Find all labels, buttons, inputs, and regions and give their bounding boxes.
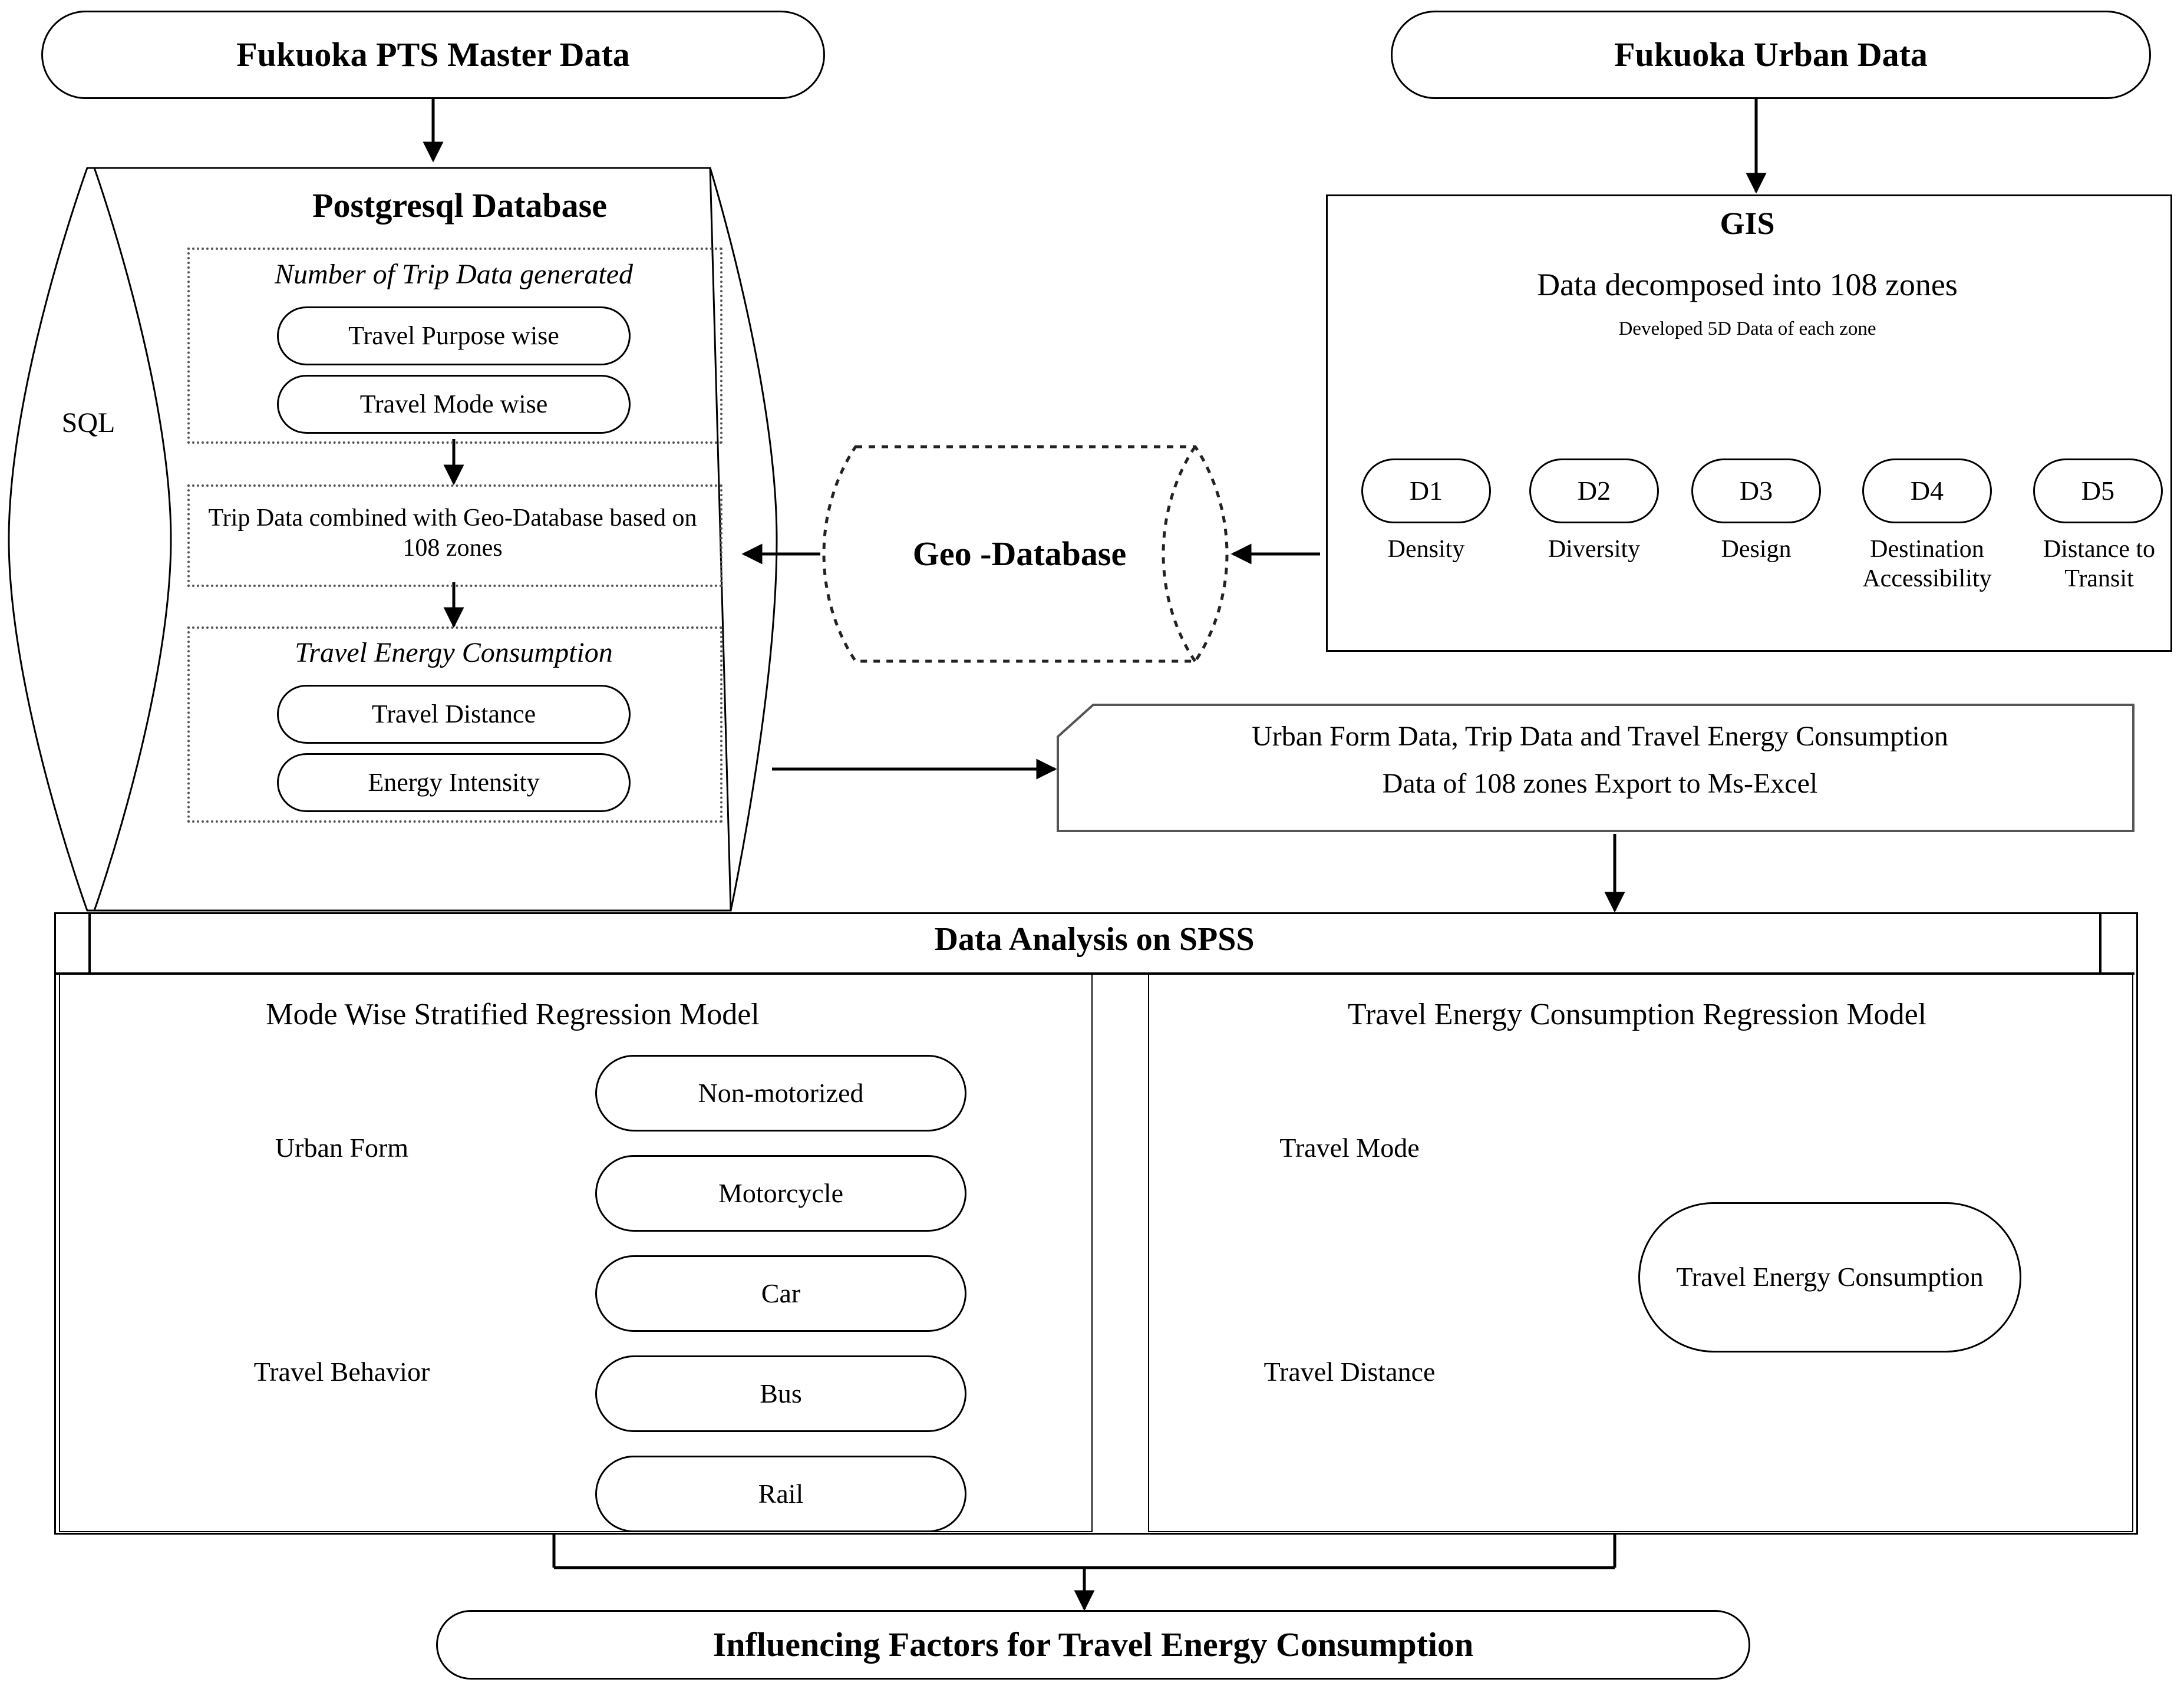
mode-rail[interactable]: Rail	[595, 1456, 966, 1532]
final-output-label: Influencing Factors for Travel Energy Co…	[712, 1625, 1474, 1664]
trip-item-1-label: Travel Mode wise	[359, 390, 548, 419]
dimension-d3-name: Design	[1721, 536, 1792, 563]
energy-item-0-label: Travel Distance	[371, 700, 536, 729]
input-travel-behavior[interactable]: Travel Behavior	[253, 1325, 430, 1419]
output-travel-energy-consumption[interactable]: Travel Energy Consumption	[1638, 1202, 2021, 1352]
source-pts-master-data[interactable]: Fukuoka PTS Master Data	[41, 11, 825, 99]
trip-item-travel-purpose-wise[interactable]: Travel Purpose wise	[277, 306, 631, 365]
decomposed-subtitle: Developed 5D Data of each zone	[1618, 318, 1876, 339]
dimension-d1-code: D1	[1409, 475, 1443, 506]
mode-0-label: Non-motorized	[698, 1077, 864, 1108]
export-box-line1: Urban Form Data, Trip Data and Travel En…	[1252, 721, 1948, 752]
dimension-d2-code: D2	[1577, 475, 1611, 506]
dimension-d5[interactable]: D5	[2033, 458, 2163, 523]
spss-header-tick-right	[2099, 912, 2101, 972]
mode-motorcycle[interactable]: Motorcycle	[595, 1155, 966, 1232]
travel-energy-group-title: Travel Energy Consumption	[295, 637, 613, 668]
energy-item-energy-intensity[interactable]: Energy Intensity	[277, 753, 631, 812]
decomposed-title: Data decomposed into 108 zones	[1537, 267, 1958, 302]
trip-data-group	[187, 248, 722, 444]
mode-4-label: Rail	[758, 1478, 804, 1509]
spss-left-panel-title: Mode Wise Stratified Regression Model	[266, 998, 760, 1031]
dimension-d3-code: D3	[1739, 475, 1773, 506]
geo-database-label-wrap[interactable]: Geo -Database	[837, 519, 1202, 589]
mode-3-label: Bus	[760, 1378, 802, 1408]
input-urban-form-label: Urban Form	[275, 1132, 409, 1163]
dimension-d3[interactable]: D3	[1691, 458, 1821, 523]
output-travel-energy-consumption-label: Travel Energy Consumption	[1676, 1262, 1984, 1292]
sql-label: SQL	[61, 407, 116, 438]
dimension-d4-code: D4	[1910, 475, 1944, 506]
input-travel-distance[interactable]: Travel Distance	[1261, 1325, 1438, 1419]
combined-box-outline	[187, 484, 722, 587]
input-travel-mode[interactable]: Travel Mode	[1261, 1101, 1438, 1195]
gis-title: GIS	[1720, 206, 1775, 241]
spss-right-panel-title: Travel Energy Consumption Regression Mod…	[1347, 998, 1927, 1031]
export-box-line2: Data of 108 zones Export to Ms-Excel	[1382, 768, 1818, 799]
input-travel-distance-label: Travel Distance	[1263, 1356, 1436, 1387]
trip-item-travel-mode-wise[interactable]: Travel Mode wise	[277, 375, 631, 434]
trip-data-combined-label: Trip Data combined with Geo-Database bas…	[208, 504, 697, 562]
final-output[interactable]: Influencing Factors for Travel Energy Co…	[436, 1610, 1750, 1680]
mode-1-label: Motorcycle	[718, 1177, 844, 1208]
input-urban-form[interactable]: Urban Form	[253, 1101, 430, 1195]
trip-data-group-title: Number of Trip Data generated	[275, 259, 633, 290]
dimension-d2-name: Diversity	[1548, 536, 1641, 563]
mode-non-motorized[interactable]: Non-motorized	[595, 1055, 966, 1132]
source-pts-master-data-label: Fukuoka PTS Master Data	[236, 35, 630, 74]
dimension-d5-code: D5	[2081, 475, 2115, 506]
geo-database-label: Geo -Database	[912, 534, 1127, 573]
energy-item-1-label: Energy Intensity	[368, 768, 540, 797]
input-travel-behavior-label: Travel Behavior	[253, 1356, 430, 1387]
spss-title: Data Analysis on SPSS	[934, 921, 1255, 958]
spss-header-strip	[54, 912, 2134, 975]
spss-header-tick-left	[88, 912, 91, 972]
source-urban-data[interactable]: Fukuoka Urban Data	[1391, 11, 2151, 99]
input-travel-mode-label: Travel Mode	[1279, 1132, 1420, 1163]
gis-container	[1326, 194, 2172, 652]
dimension-d4-name: Destination Accessibility	[1862, 536, 1992, 592]
dimension-d1[interactable]: D1	[1361, 458, 1491, 523]
mode-bus[interactable]: Bus	[595, 1355, 966, 1432]
dimension-d2[interactable]: D2	[1529, 458, 1659, 523]
dimension-d5-name: Distance to Transit	[2043, 536, 2156, 592]
trip-item-0-label: Travel Purpose wise	[348, 321, 559, 351]
trip-data-combined-box: Trip Data combined with Geo-Database bas…	[194, 490, 711, 576]
postgresql-title: Postgresql Database	[312, 186, 607, 225]
dimension-d1-name: Density	[1387, 536, 1465, 563]
mode-2-label: Car	[761, 1278, 801, 1308]
energy-item-travel-distance[interactable]: Travel Distance	[277, 685, 631, 744]
source-urban-data-label: Fukuoka Urban Data	[1614, 35, 1928, 74]
mode-car[interactable]: Car	[595, 1255, 966, 1332]
travel-energy-group	[187, 626, 722, 823]
dimension-d4[interactable]: D4	[1862, 458, 1992, 523]
